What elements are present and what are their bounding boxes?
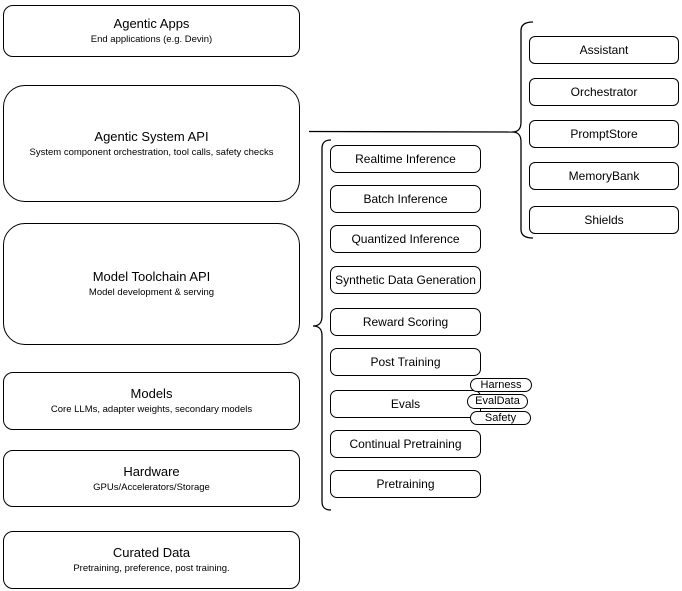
node-assistant: Assistant <box>529 36 679 64</box>
node-memorybank: MemoryBank <box>529 162 679 190</box>
node-evals: Evals <box>330 390 481 418</box>
node-agentic-system-api: Agentic System API System component orch… <box>3 85 300 202</box>
node-promptstore: PromptStore <box>529 120 679 148</box>
node-title: Models <box>130 386 173 401</box>
node-label: MemoryBank <box>568 169 640 183</box>
node-hardware: Hardware GPUs/Accelerators/Storage <box>3 450 300 507</box>
node-models: Models Core LLMs, adapter weights, secon… <box>3 372 300 430</box>
node-label: Pretraining <box>376 477 435 491</box>
tag-label: EvalData <box>475 395 520 407</box>
node-label: Realtime Inference <box>355 152 456 166</box>
node-label: Post Training <box>370 355 441 369</box>
node-batch-inference: Batch Inference <box>330 185 481 213</box>
connector-system-api-to-components <box>308 130 513 133</box>
node-quantized-inference: Quantized Inference <box>330 225 481 253</box>
node-label: Continual Pretraining <box>349 437 462 451</box>
node-subtitle: System component orchestration, tool cal… <box>29 146 274 158</box>
node-synthetic-data-generation: Synthetic Data Generation <box>330 266 481 294</box>
node-agentic-apps: Agentic Apps End applications (e.g. Devi… <box>3 5 300 57</box>
node-label: Synthetic Data Generation <box>335 273 476 287</box>
node-label: Evals <box>390 397 421 411</box>
tag-evaldata: EvalData <box>467 394 528 409</box>
node-orchestrator: Orchestrator <box>529 78 679 106</box>
node-post-training: Post Training <box>330 348 481 376</box>
node-subtitle: Pretraining, preference, post training. <box>73 563 230 574</box>
tag-safety: Safety <box>470 411 531 425</box>
node-subtitle: GPUs/Accelerators/Storage <box>93 481 210 493</box>
node-realtime-inference: Realtime Inference <box>330 145 481 173</box>
node-title: Hardware <box>123 463 180 479</box>
node-label: Orchestrator <box>570 85 638 99</box>
node-label: Shields <box>584 213 624 227</box>
node-model-toolchain-api: Model Toolchain API Model development & … <box>3 223 300 345</box>
tag-harness: Harness <box>470 378 532 392</box>
tag-label: Harness <box>480 378 522 391</box>
brace-toolchain-group <box>312 139 332 511</box>
node-title: Model Toolchain API <box>92 269 211 284</box>
node-label: Reward Scoring <box>362 315 449 329</box>
node-title: Curated Data <box>112 545 191 560</box>
node-label: Quantized Inference <box>351 232 460 246</box>
node-label: Assistant <box>579 43 629 57</box>
node-title: Agentic System API <box>94 128 209 144</box>
node-subtitle: Core LLMs, adapter weights, secondary mo… <box>50 404 253 415</box>
node-curated-data: Curated Data Pretraining, preference, po… <box>3 531 300 589</box>
node-continual-pretraining: Continual Pretraining <box>330 430 481 458</box>
node-pretraining: Pretraining <box>330 470 481 498</box>
node-subtitle: Model development & serving <box>88 287 215 298</box>
node-subtitle: End applications (e.g. Devin) <box>90 34 213 45</box>
node-reward-scoring: Reward Scoring <box>330 308 481 336</box>
node-label: PromptStore <box>570 127 638 141</box>
node-title: Agentic Apps <box>113 16 190 31</box>
node-label: Batch Inference <box>363 192 448 206</box>
node-shields: Shields <box>529 206 679 234</box>
tag-label: Safety <box>484 411 517 424</box>
